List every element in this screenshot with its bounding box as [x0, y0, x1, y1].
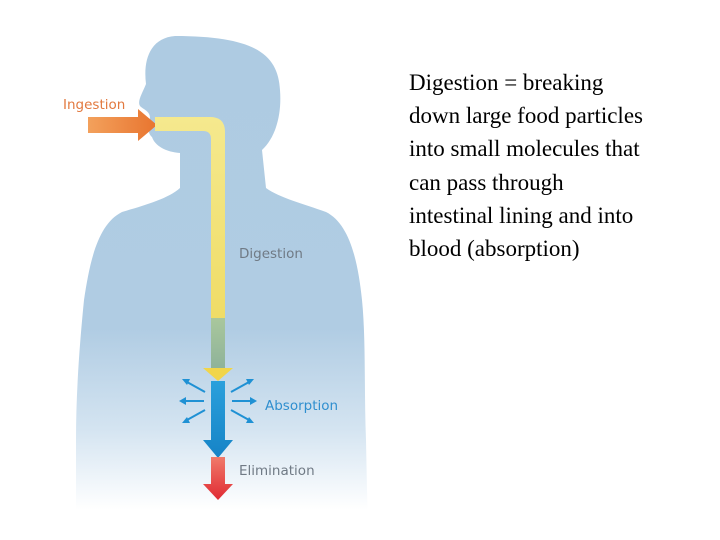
- elimination-arrow: [203, 457, 233, 500]
- digestive-tract-intestine: [211, 318, 225, 368]
- digestive-process-diagram: Ingestion Digestion Absorption Eliminati…: [63, 36, 368, 540]
- digestive-tract-upper: [155, 117, 225, 320]
- absorption-arrow: [203, 381, 233, 458]
- ingestion-arrow: [88, 109, 157, 141]
- absorption-label: Absorption: [265, 398, 338, 414]
- digestion-label: Digestion: [239, 246, 303, 262]
- ingestion-label: Ingestion: [63, 97, 125, 113]
- elimination-label: Elimination: [239, 463, 315, 479]
- absorption-spread-arrows-right: [230, 379, 257, 423]
- absorption-spread-arrows-left: [179, 379, 206, 423]
- digestion-definition-text: Digestion = breaking down large food par…: [409, 70, 643, 262]
- digestion-arrowhead: [203, 368, 233, 381]
